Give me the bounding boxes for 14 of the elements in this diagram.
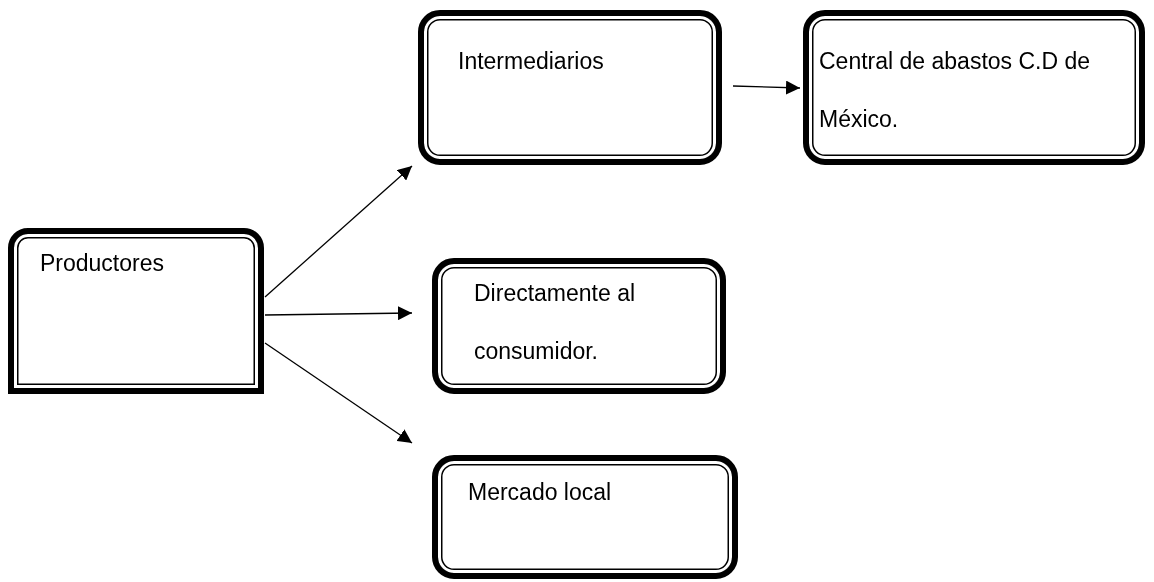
- arrow: [264, 165, 413, 298]
- process-box: [432, 455, 738, 579]
- box-label: Mercado local: [468, 478, 613, 507]
- process-box: [418, 10, 722, 165]
- process-box: [8, 228, 264, 394]
- process-box: [432, 258, 726, 394]
- arrow: [732, 80, 801, 95]
- box-label: Central de abastos C.D de México.: [819, 47, 1092, 134]
- arrow: [264, 342, 413, 444]
- box-label: Intermediarios: [458, 47, 605, 76]
- arrow: [264, 306, 413, 321]
- process-box: [803, 10, 1145, 165]
- box-label: Directamente al consumidor.: [474, 279, 637, 366]
- box-label: Productores: [40, 249, 165, 278]
